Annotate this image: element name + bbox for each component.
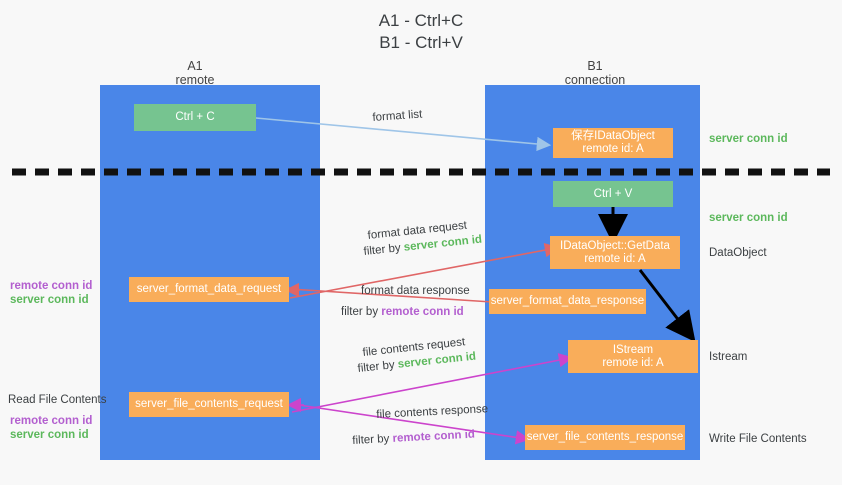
box-save-idataobject-line2: remote id: A (582, 143, 644, 155)
box-ctrl-v-label: Ctrl + V (593, 187, 633, 200)
title-line-1: A1 - Ctrl+C (378, 11, 464, 30)
box-getdata-line1: IDataObject::GetData (560, 239, 670, 252)
box-ctrl-c-label: Ctrl + C (175, 111, 215, 123)
arrow-file-contents-request (291, 353, 574, 413)
right-label-dataobject-text: DataObject (709, 247, 767, 259)
box-server-file-contents-request[interactable]: server_file_contents_request (129, 392, 289, 417)
column-b1-sub: connection (564, 73, 626, 87)
box-ctrl-v[interactable]: Ctrl + V (553, 181, 673, 207)
box-istream-line1: IStream (612, 343, 654, 356)
arrow-getdata-to-istream (638, 269, 696, 343)
box-save-idataobject[interactable]: 保存IDataObject remote id: A (553, 128, 673, 158)
right-label-dataobject: DataObject (709, 246, 767, 260)
column-b1-name: B1 (587, 59, 603, 73)
label-format-data-response-filter: filter by remote conn id (341, 305, 464, 320)
label-format-list-text: format list (372, 108, 423, 124)
box-server-format-data-request-label: server_format_data_request (136, 283, 282, 295)
left-label-server-conn-id-2: server conn id (10, 428, 89, 442)
right-label-write-file-contents-text: Write File Contents (709, 433, 807, 445)
box-server-format-data-request[interactable]: server_format_data_request (129, 277, 289, 302)
arrow-file-contents-response (291, 403, 531, 445)
right-label-server-conn-id-mid-text: server conn id (709, 212, 788, 224)
left-label-read-file-contents: Read File Contents (8, 393, 106, 407)
arrow-format-list (255, 117, 552, 152)
left-label-remote-conn-id-2-text: remote conn id (10, 415, 93, 427)
filter-prefix: filter by (363, 241, 405, 258)
label-format-data-response: format data response (361, 284, 470, 299)
left-label-remote-conn-id-2: remote conn id (10, 414, 92, 428)
left-label-server-conn-id-2-text: server conn id (10, 429, 89, 441)
column-header-b1: B1 connection (525, 59, 665, 87)
right-label-server-conn-id-top: server conn id (709, 132, 788, 146)
filter-prefix: filter by (341, 306, 382, 318)
left-label-read-file-contents-text: Read File Contents (8, 394, 107, 406)
box-save-idataobject-line1: 保存IDataObject (571, 130, 655, 142)
arrow-format-data-request (289, 242, 560, 299)
box-ctrl-c[interactable]: Ctrl + C (134, 104, 256, 131)
box-server-file-contents-response[interactable]: server_file_contents_response (525, 425, 685, 450)
box-server-format-data-response-label: server_format_data_response (490, 295, 645, 307)
box-server-format-data-response[interactable]: server_format_data_response (489, 289, 646, 314)
title-line-2: B1 - Ctrl+V (379, 33, 463, 52)
left-label-server-conn-id-1: server conn id (10, 293, 89, 307)
column-a1-name: A1 (187, 59, 203, 73)
right-label-server-conn-id-mid: server conn id (709, 211, 788, 225)
label-format-data-response-text: format data response (361, 285, 470, 297)
left-label-server-conn-id-1-text: server conn id (10, 294, 89, 306)
box-server-file-contents-request-label: server_file_contents_request (135, 398, 283, 410)
diagram-title: A1 - Ctrl+C B1 - Ctrl+V (0, 10, 842, 54)
filter-value-remote-conn-id: remote conn id (381, 306, 464, 318)
box-idataobject-getdata[interactable]: IDataObject::GetData remote id: A (550, 236, 680, 269)
box-server-file-contents-response-label: server_file_contents_response (526, 431, 684, 443)
column-header-a1: A1 remote (125, 59, 265, 87)
right-label-istream: Istream (709, 350, 747, 364)
right-label-write-file-contents: Write File Contents (709, 432, 807, 446)
right-label-istream-text: Istream (709, 351, 748, 363)
right-label-server-conn-id-top-text: server conn id (709, 133, 788, 145)
box-istream-line2: remote id: A (602, 356, 664, 369)
column-a1-sub: remote (175, 73, 215, 87)
filter-value-remote-conn-id: remote conn id (392, 428, 476, 445)
filter-prefix: filter by (352, 432, 393, 447)
left-label-remote-conn-id-1-text: remote conn id (10, 280, 93, 292)
left-label-remote-conn-id-1: remote conn id (10, 279, 92, 293)
box-getdata-line2: remote id: A (584, 252, 646, 265)
filter-prefix: filter by (357, 358, 399, 375)
box-istream[interactable]: IStream remote id: A (568, 340, 698, 373)
arrow-format-data-response (278, 281, 493, 303)
